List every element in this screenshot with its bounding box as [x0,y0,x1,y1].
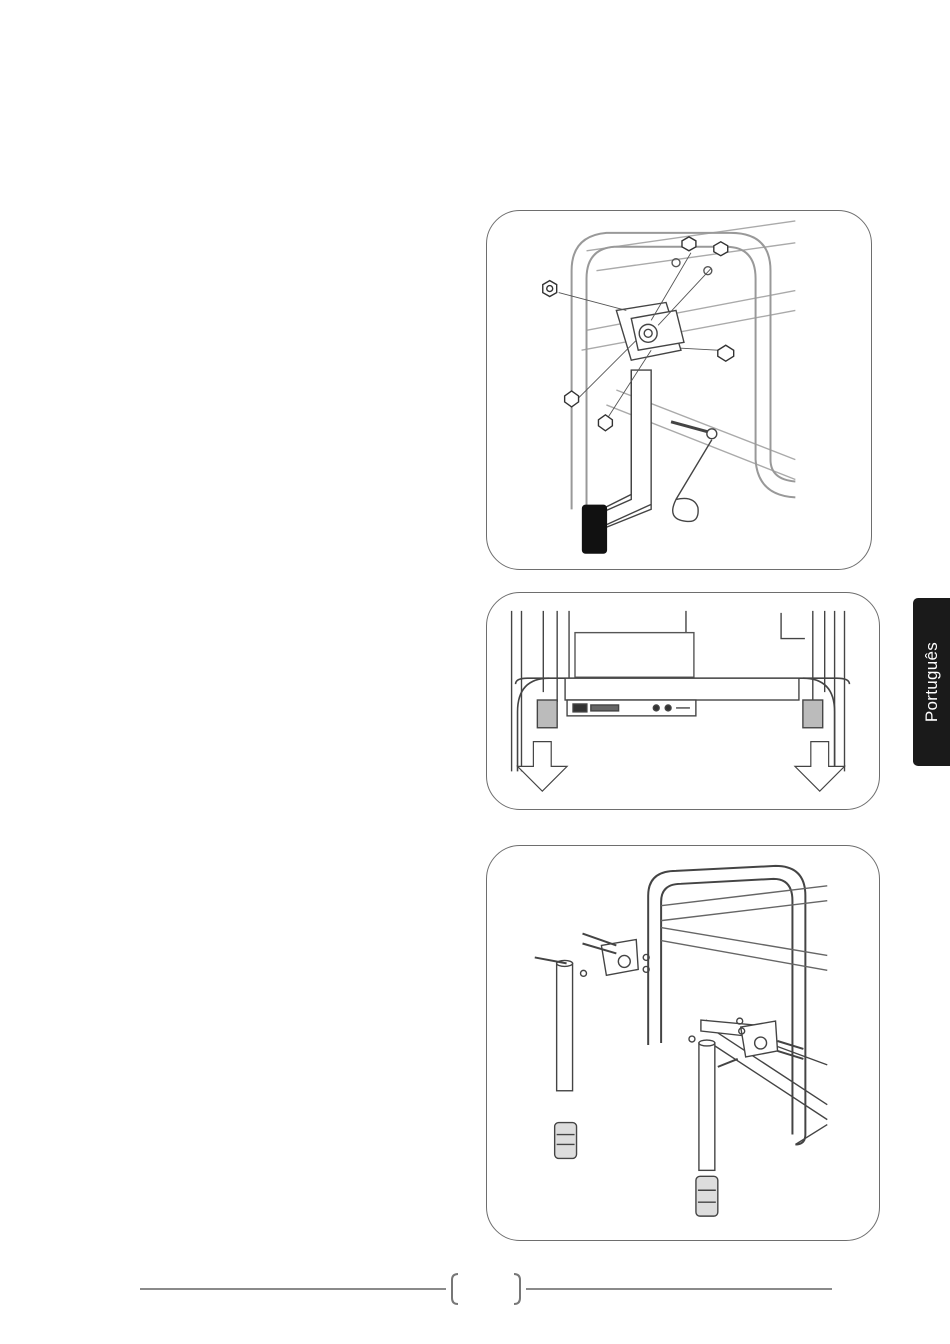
handle-assembly-illustration [487,211,871,569]
footer-bracket-left [450,1272,460,1306]
language-tab: Português [913,598,950,766]
figure-frame-front-view [486,592,880,810]
footer-bracket-right [512,1272,522,1306]
footer-rule-right [526,1288,832,1290]
footer-rule-left [140,1288,446,1290]
figure-handle-assembly [486,210,872,570]
language-tab-label: Português [922,642,942,722]
legs-assembly-illustration [487,846,879,1240]
figure-legs-assembly [486,845,880,1241]
frame-front-view-illustration [487,593,879,809]
